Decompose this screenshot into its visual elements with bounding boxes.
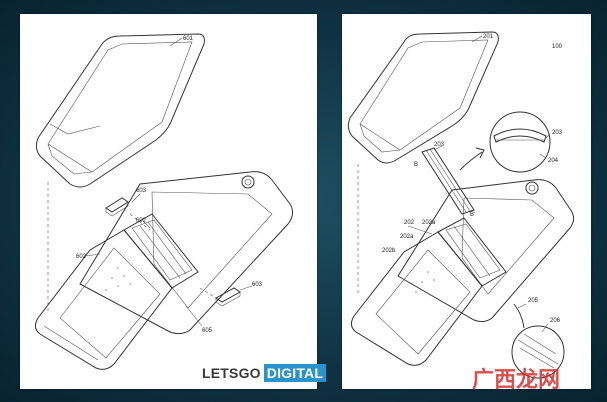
phone-body-lower (79, 171, 294, 335)
hinge-part-603-bottom (215, 287, 241, 307)
label-603-bottom: 603 (252, 282, 263, 288)
label-602-right: 602 (136, 218, 147, 224)
label-202b: 202b (382, 248, 396, 254)
flex-cable-203 (421, 147, 475, 215)
label-204: 204 (548, 158, 559, 164)
hinge-part-603-top (105, 197, 129, 217)
label-202a-left: 202a (400, 234, 414, 240)
back-cover-601 (35, 33, 205, 188)
label-205: 205 (528, 298, 539, 304)
detail-arrow-bottom (513, 303, 525, 329)
label-603-top: 603 (136, 188, 147, 194)
patent-sheet-left: 601 603 602 602 603 605 LETSGO DIGITAL (20, 14, 327, 389)
phone-body-upper-screen (350, 231, 483, 366)
watermark: 广西龙网 (472, 368, 561, 393)
label-100: 100 (552, 44, 563, 50)
back-cover-201 (347, 31, 499, 164)
patent-sheet-right: 201 100 203 203 204 B B' 202 202b 202a 2… (342, 14, 591, 389)
phone-body-upper-screen (34, 229, 173, 370)
detail-circle-204 (489, 111, 551, 173)
detail-arrow (459, 151, 483, 171)
label-602-left: 602 (76, 254, 87, 260)
phone-body-lower (397, 179, 575, 323)
letsgodigital-logo: LETSGO DIGITAL (202, 364, 327, 382)
label-202a-top: 202a (422, 220, 436, 226)
hinge-602 (123, 213, 199, 289)
label-605: 605 (202, 328, 213, 334)
label-203-cable: 203 (434, 142, 445, 148)
label-202: 202 (404, 220, 415, 226)
label-601: 601 (183, 36, 194, 42)
label-b-prime: B' (470, 212, 475, 218)
detail-circle-206 (511, 325, 565, 379)
label-203-detail: 203 (552, 130, 563, 136)
label-206: 206 (550, 318, 561, 324)
label-201: 201 (483, 34, 494, 40)
phone-exploded-drawing-right: 201 100 203 203 204 B B' 202 202b 202a 2… (347, 31, 575, 379)
hinge-202 (437, 217, 507, 287)
phone-exploded-drawing-left: 601 603 602 602 603 605 (34, 33, 294, 370)
label-b: B (414, 162, 418, 168)
